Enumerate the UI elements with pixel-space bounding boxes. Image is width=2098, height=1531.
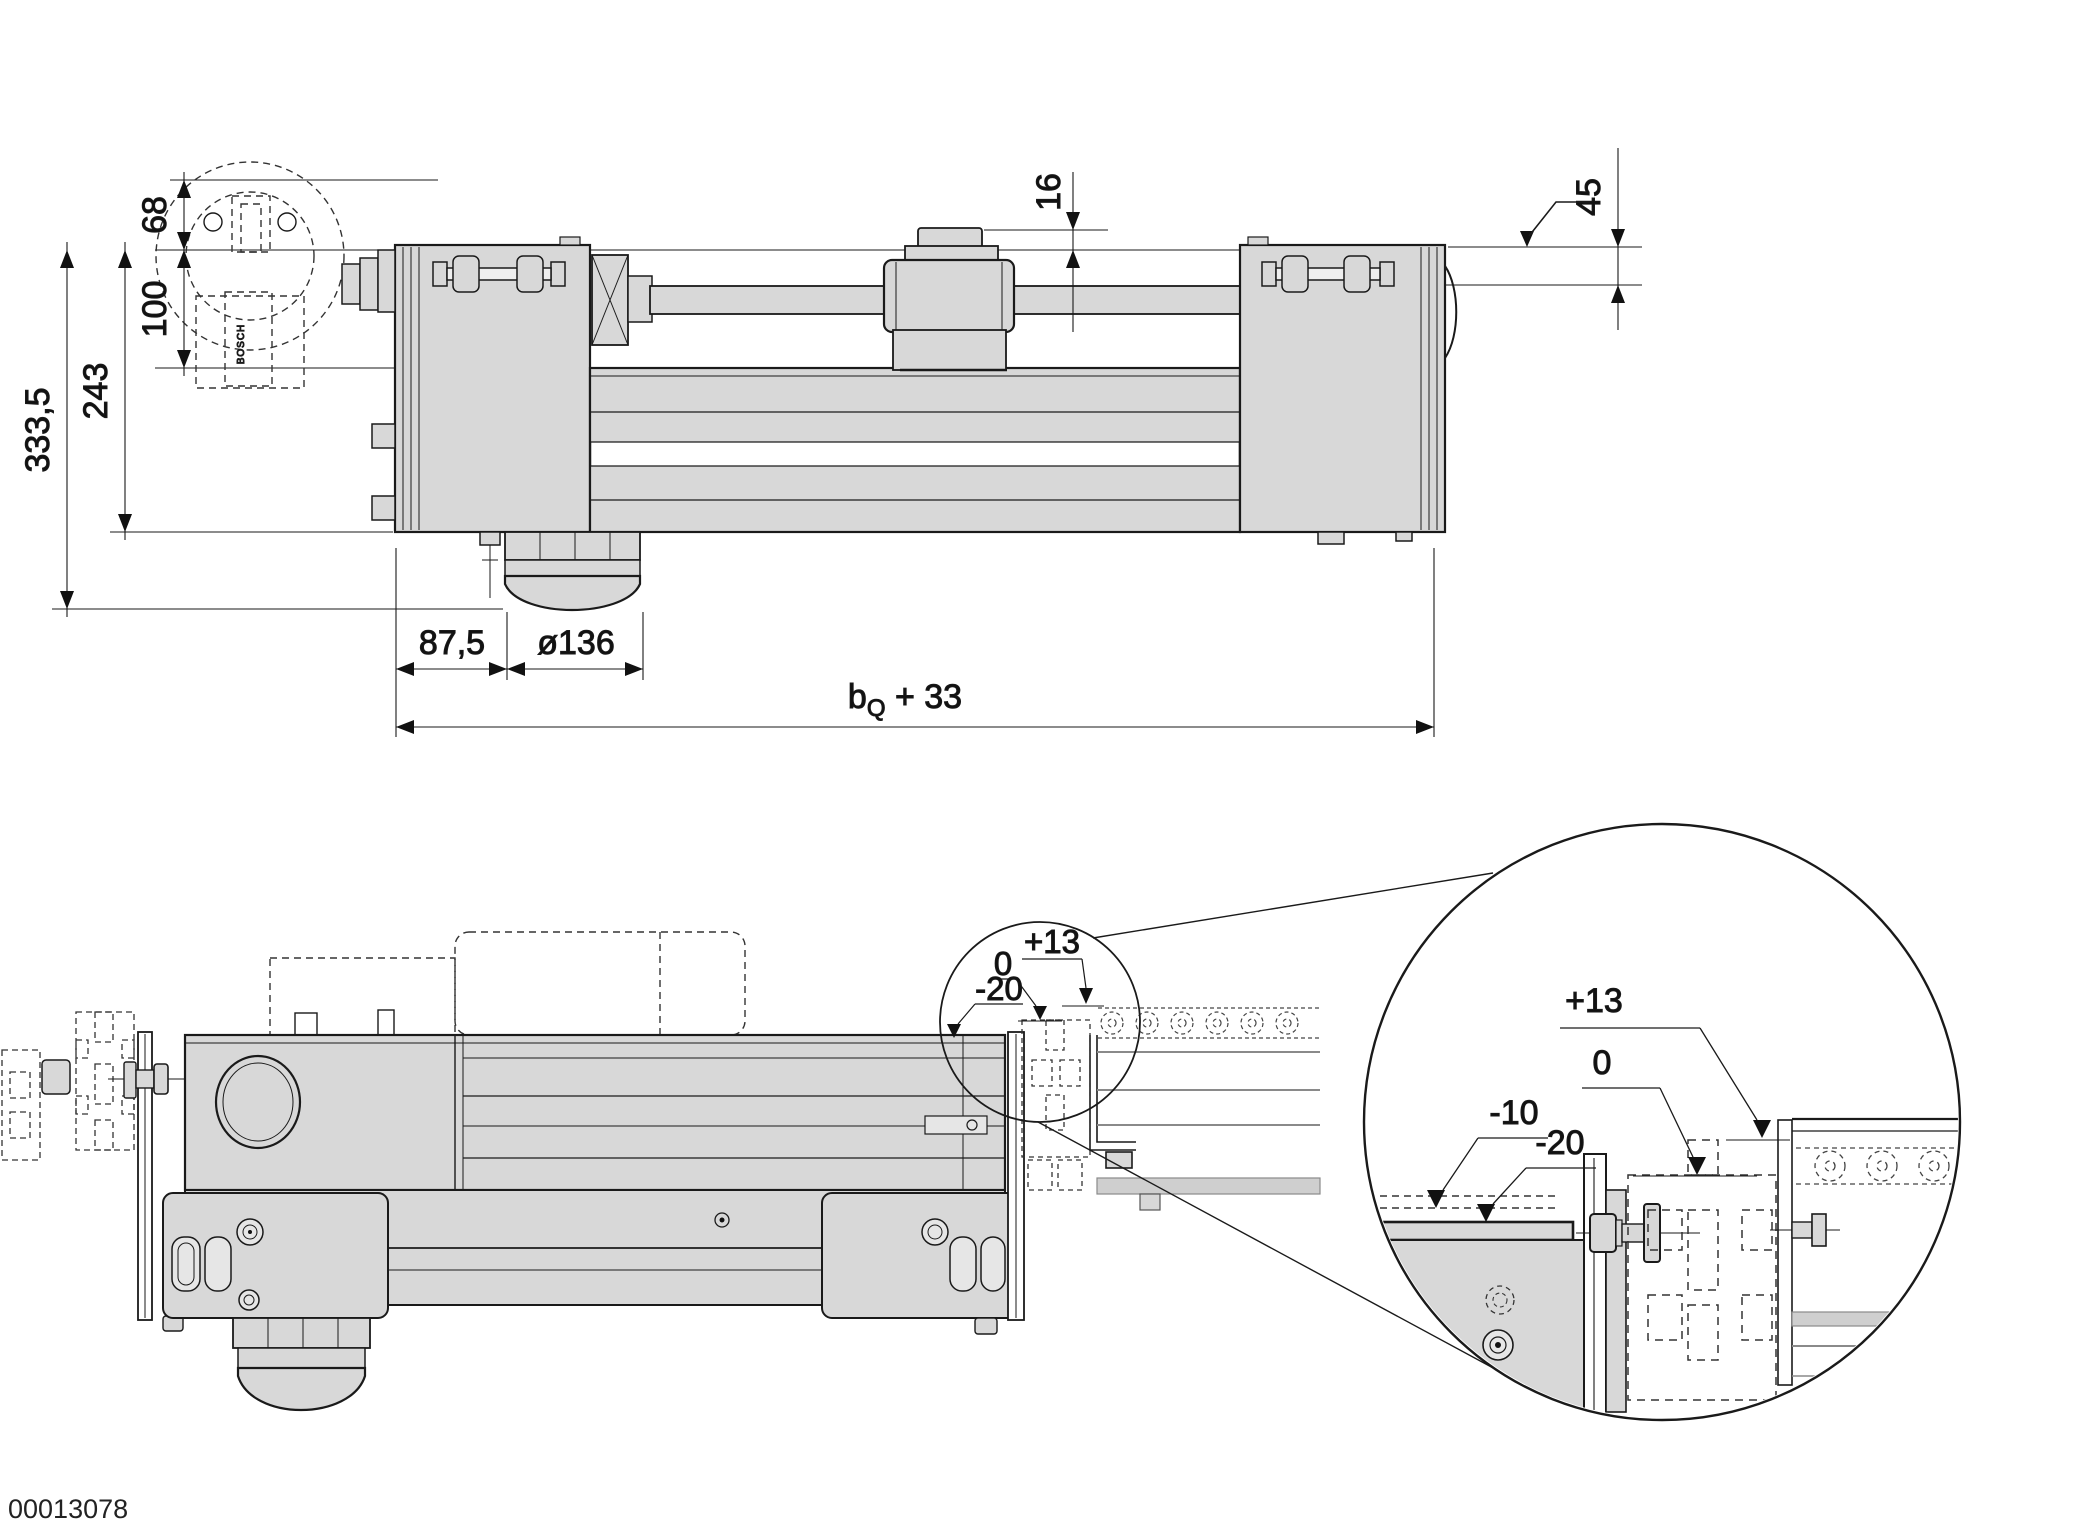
dim-label-68: 68	[136, 196, 174, 234]
carriage-block	[882, 227, 1016, 372]
conveyor-rails-phantom	[1096, 1051, 1321, 1211]
dim-label-87-5: 87,5	[419, 624, 485, 662]
detail-large-callout-minus20: -20	[1477, 1124, 1596, 1222]
top-view-side-elevation: BOSCH	[19, 148, 1642, 737]
sensor-bracket-left	[432, 255, 566, 293]
dim-label-100: 100	[136, 281, 174, 338]
dim-label-16: 16	[1030, 173, 1068, 211]
drive-head-block	[341, 236, 592, 598]
body-top-surface	[183, 1033, 1007, 1192]
detail-large-profile-phantom	[1627, 1139, 1777, 1401]
motor-mounting-holes	[203, 212, 297, 232]
drawing-id: 00013078	[8, 1494, 128, 1524]
conveyor-chain-phantom	[1098, 1007, 1320, 1039]
detail-large-callout-zero: 0	[1582, 1044, 1757, 1177]
detail-large-label-minus20: -20	[1535, 1124, 1584, 1162]
dim-label-bq-33: bQ + 33	[848, 678, 962, 722]
mount-profile-far-left-phantom	[1, 1049, 41, 1161]
dimension-16: 16	[1030, 172, 1080, 332]
detail-large-callout-minus10: -10	[1427, 1094, 1548, 1208]
dimension-243: 243	[77, 242, 132, 540]
detail-large-surface-minus10	[1368, 1195, 1560, 1209]
dim-label-45: 45	[1570, 178, 1608, 216]
dim-label-136: ø136	[537, 624, 615, 662]
foot-bracket-left	[162, 1192, 389, 1319]
extension-lines	[52, 179, 1642, 737]
end-plate-right	[1007, 1031, 1025, 1321]
detail-small-label-plus13: +13	[1024, 923, 1080, 960]
pulley-housing	[503, 531, 642, 612]
detail-small-callout-minus20: -20	[947, 970, 1023, 1038]
detail-circle-large: +13 0 -10 -20	[1362, 822, 1962, 1422]
dim-label-243: 243	[77, 363, 115, 420]
mount-profile-left-phantom	[75, 1011, 135, 1151]
dimension-100: 100	[136, 250, 191, 376]
dimension-45: 45	[1520, 148, 1625, 330]
motor-clamps-plan	[294, 1009, 395, 1036]
detail-projection-lines	[1037, 872, 1546, 1397]
detail-large-right-bracket	[1770, 1119, 1840, 1386]
sensor-bracket-right	[1261, 255, 1395, 293]
end-block-right	[1238, 236, 1458, 545]
detail-small-label-minus20: -20	[975, 970, 1023, 1007]
cover-latch	[924, 1115, 988, 1135]
lower-view-plan	[1, 931, 1321, 1412]
pulley-housing-plan	[232, 1317, 371, 1412]
foot-bracket-right	[821, 1192, 1023, 1335]
detail-large-callout-plus13: +13	[1560, 982, 1790, 1141]
dimension-333-5: 333,5	[19, 242, 74, 617]
mount-profile-right-phantom	[1021, 1019, 1091, 1191]
motor-phantom-outline	[155, 161, 345, 389]
drive-shaft-bore	[214, 1054, 302, 1150]
motor-phantom-plan	[269, 931, 746, 1036]
angle-bracket-right	[1089, 1035, 1136, 1169]
detail-large-label-plus13: +13	[1565, 982, 1623, 1020]
detail-large-label-zero: 0	[1593, 1044, 1612, 1082]
clamp-claw	[41, 1059, 71, 1095]
motor-brand-label: BOSCH	[236, 324, 247, 365]
dimension-diameter-136: ø136	[507, 624, 643, 676]
detail-large-bolt	[1576, 1203, 1700, 1263]
detail-large-body-corner	[1366, 1220, 1585, 1415]
dimension-68: 68	[136, 172, 191, 258]
fastening-bolt-left	[108, 1061, 188, 1099]
main-body-extrusion	[588, 366, 1242, 534]
detail-small-label-zero: 0	[994, 945, 1012, 982]
detail-circle-small: +13 0 -20	[939, 921, 1141, 1123]
detail-small-callout-plus13: +13	[1022, 923, 1104, 1007]
dim-label-333-5: 333,5	[19, 387, 57, 472]
dimension-bq-33: bQ + 33	[396, 678, 1434, 734]
detail-large-end-plate	[1583, 1153, 1607, 1415]
detail-small-callout-zero: 0	[990, 945, 1062, 1022]
detail-large-label-minus10: -10	[1489, 1094, 1538, 1132]
surface-flag-icon	[1520, 201, 1590, 247]
